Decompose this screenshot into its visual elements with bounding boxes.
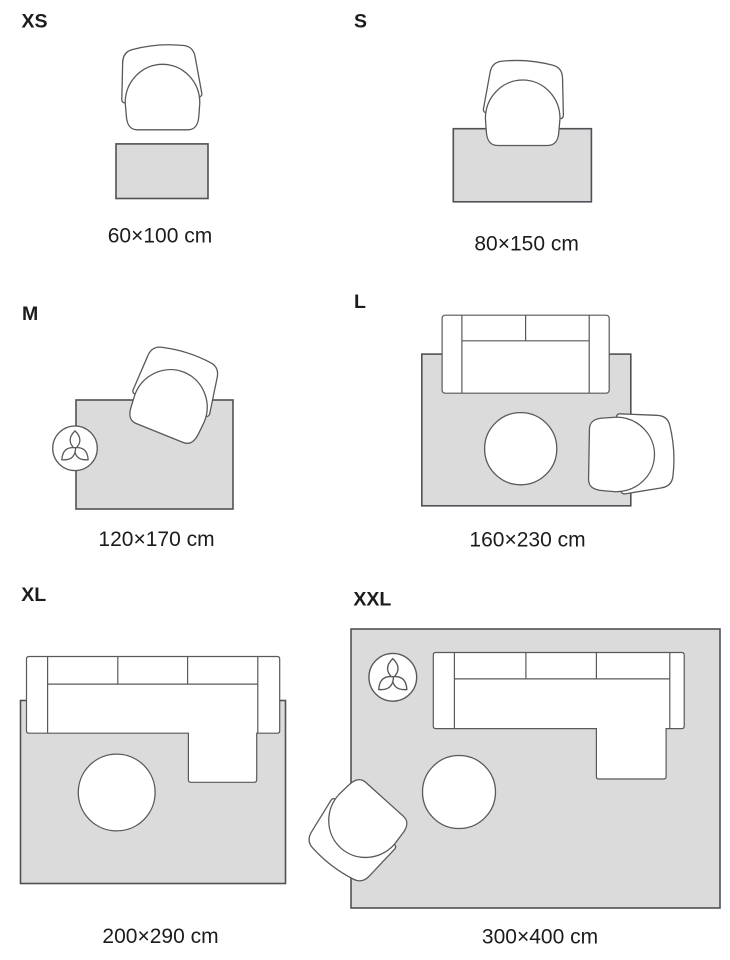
svg-text:160×230 cm: 160×230 cm — [469, 529, 585, 552]
svg-text:60×100 cm: 60×100 cm — [108, 224, 213, 247]
svg-text:S: S — [354, 11, 367, 33]
svg-text:L: L — [354, 291, 366, 313]
svg-text:XXL: XXL — [353, 589, 391, 611]
svg-text:120×170 cm: 120×170 cm — [98, 528, 214, 551]
svg-text:300×400 cm: 300×400 cm — [482, 926, 598, 949]
svg-text:80×150 cm: 80×150 cm — [474, 232, 579, 255]
svg-text:XS: XS — [22, 11, 48, 33]
svg-text:XL: XL — [21, 584, 46, 606]
svg-text:200×290 cm: 200×290 cm — [102, 925, 218, 948]
svg-text:M: M — [22, 303, 38, 325]
